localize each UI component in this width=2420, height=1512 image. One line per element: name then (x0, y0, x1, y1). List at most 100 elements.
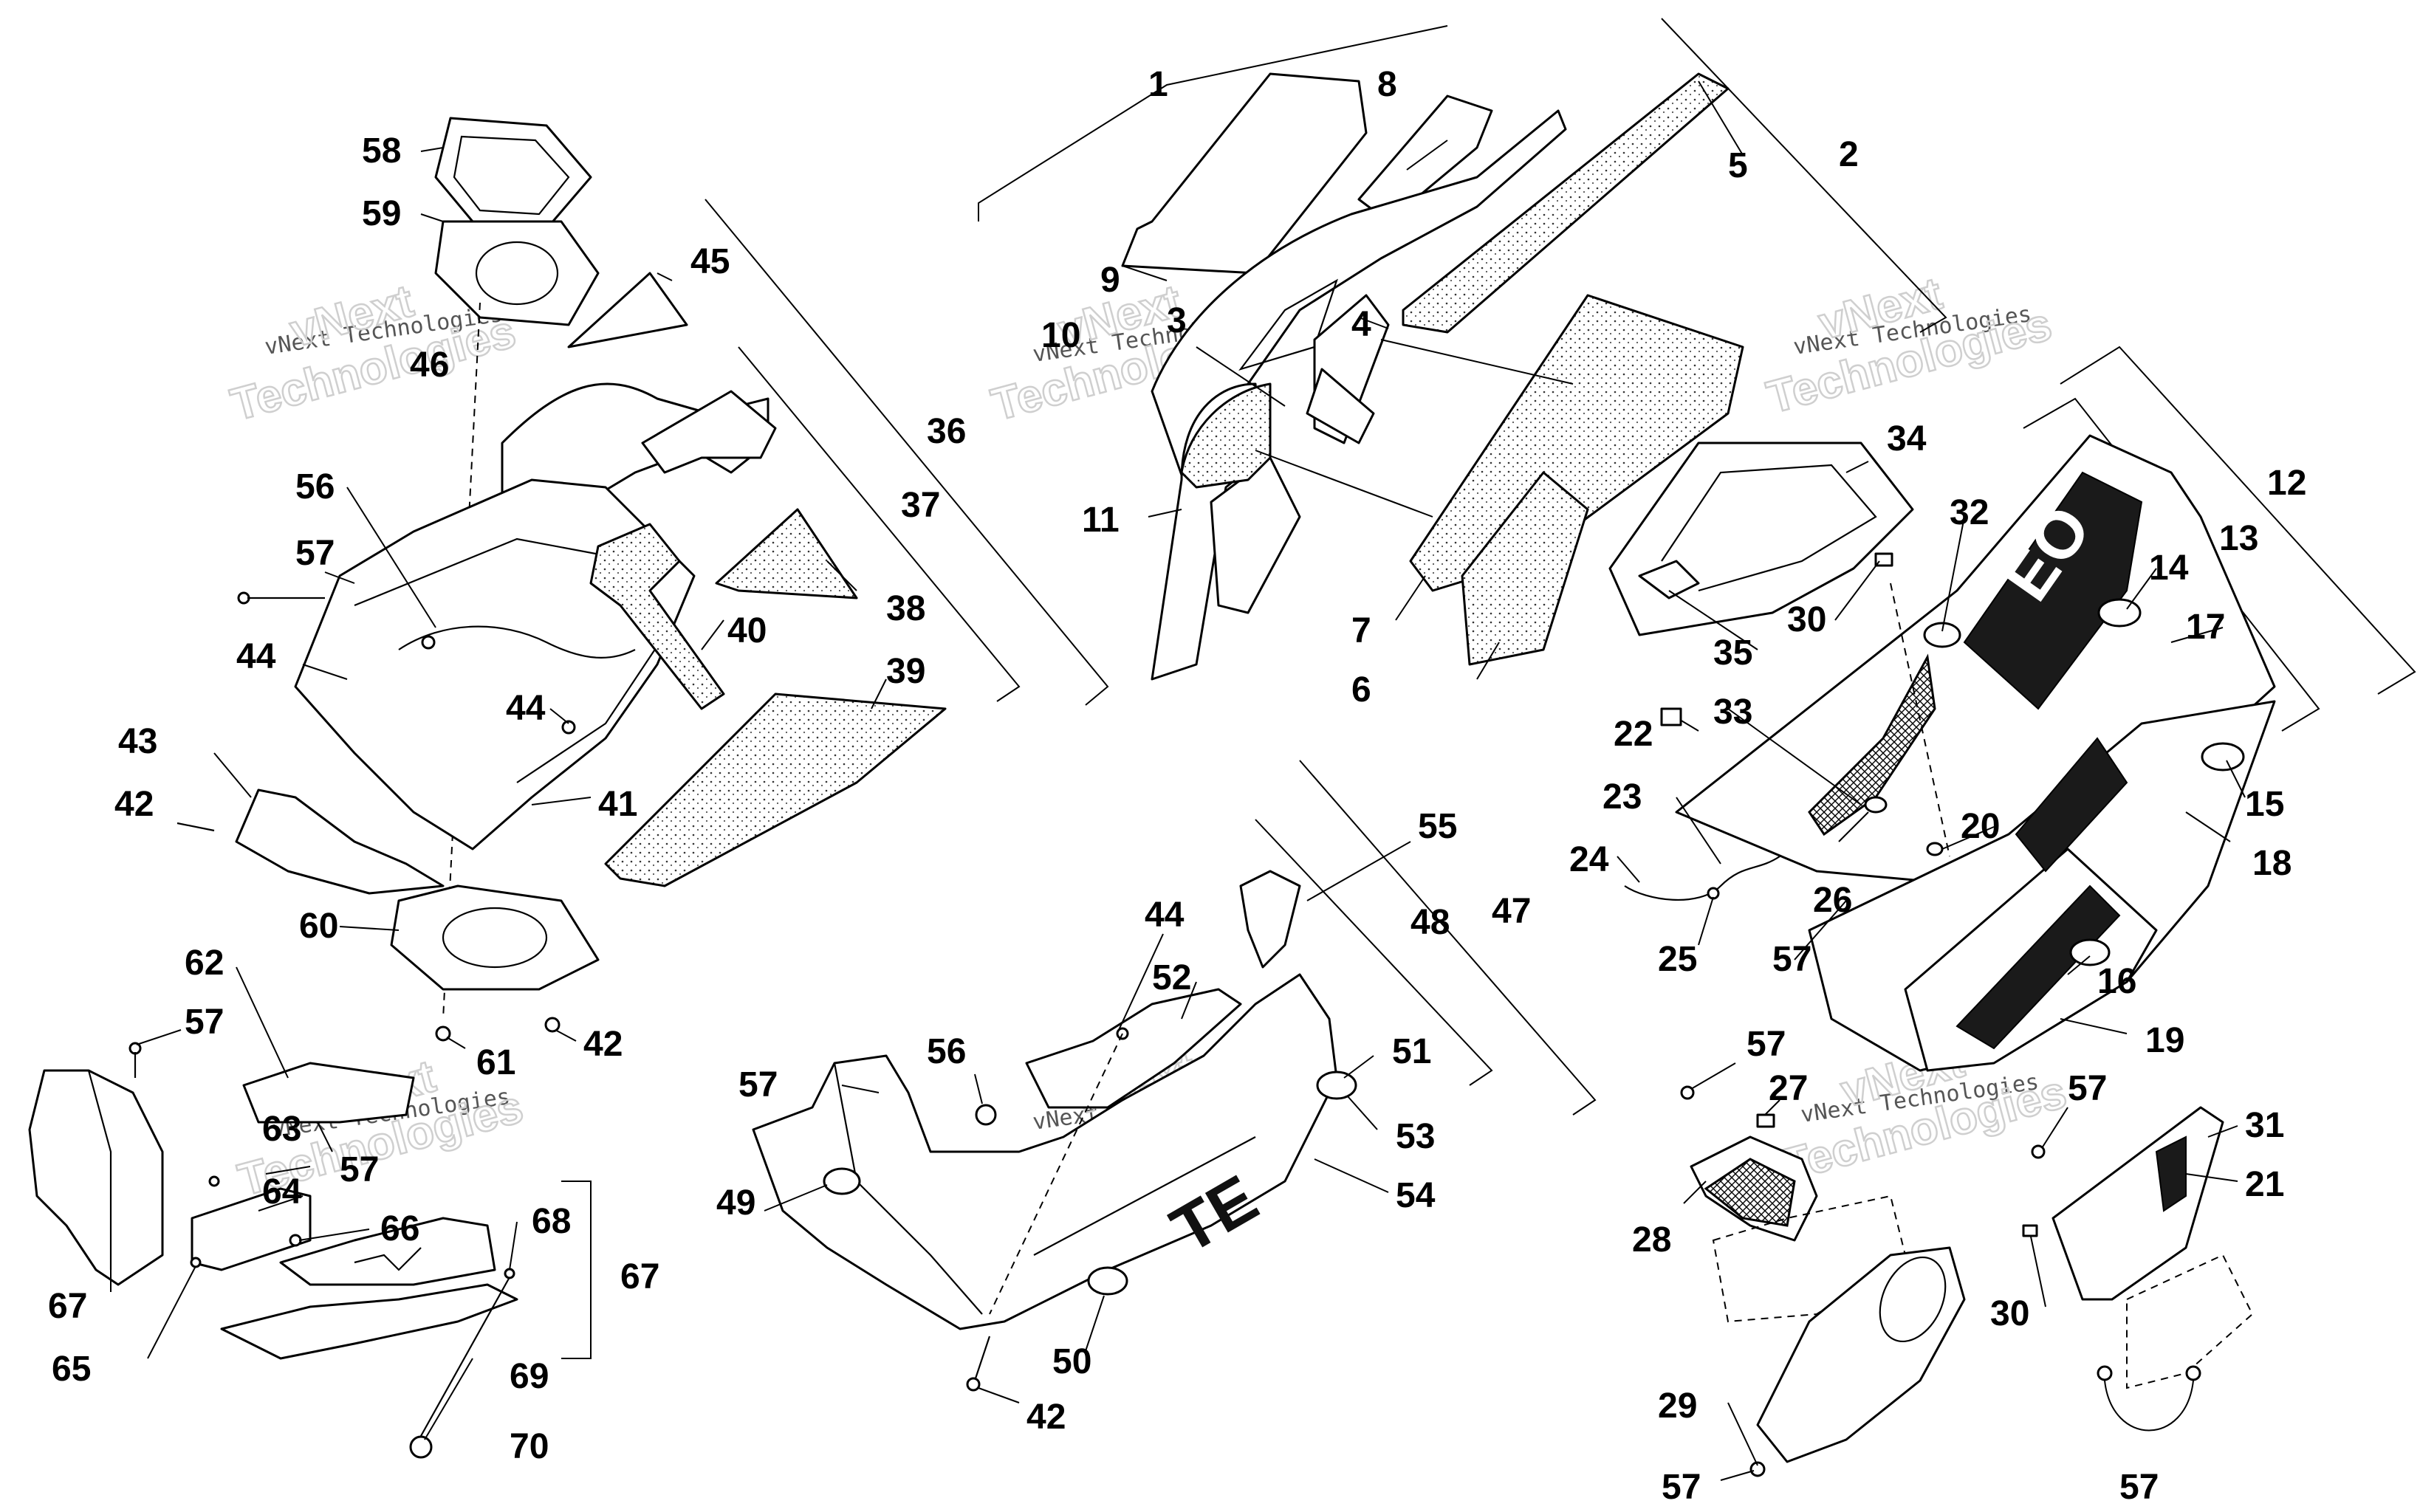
connector-part-22 (1660, 707, 1682, 726)
callout-62: 62 (185, 944, 224, 983)
washer-65 (190, 1257, 202, 1268)
callout-38: 38 (886, 589, 925, 628)
callout-65: 65 (52, 1350, 91, 1389)
bracket-part-55 (1239, 870, 1301, 969)
screw-63 (208, 1175, 220, 1187)
grommet-20 (1926, 842, 1944, 856)
grommet-26 (1864, 796, 1888, 814)
callout-55: 55 (1418, 807, 1457, 846)
bracket-12 (2060, 346, 2416, 695)
belly-pan-assembly: TE (752, 760, 1597, 1403)
callout-23: 23 (1603, 777, 1642, 817)
rivet-42 (544, 1017, 561, 1033)
callout-57b: 57 (185, 1003, 224, 1042)
callout-39: 39 (886, 652, 925, 691)
callout-labels: 1 2 3 4 5 6 7 8 9 10 11 12 13 14 15 16 1… (48, 65, 2306, 1507)
callout-2: 2 (1839, 135, 1859, 174)
callout-36: 36 (927, 412, 966, 451)
callout-24: 24 (1569, 840, 1609, 879)
foam-part-5 (1402, 72, 1730, 334)
callout-31: 31 (2245, 1106, 2284, 1145)
vent-mesh (1704, 1158, 1796, 1227)
callout-46: 46 (410, 346, 449, 385)
callout-19: 19 (2145, 1021, 2184, 1060)
callout-43: 43 (118, 722, 157, 761)
foam-part-38 (715, 508, 858, 599)
callout-57e: 57 (1772, 940, 1811, 979)
pad-part-32 (1923, 622, 1961, 648)
stripe-decal (1955, 884, 2121, 1050)
callout-53: 53 (1396, 1117, 1435, 1156)
wire-part-24 (1624, 856, 1780, 901)
callout-27: 27 (1769, 1069, 1808, 1108)
callout-57d: 57 (738, 1065, 778, 1104)
callout-30: 30 (1787, 600, 1826, 639)
windshield-assembly (978, 18, 1947, 681)
callout-68: 68 (532, 1202, 571, 1241)
callout-57f: 57 (1747, 1025, 1786, 1064)
push-pin-70 (409, 1435, 433, 1459)
decal-part-32 (1963, 471, 2143, 710)
side-trim-part-43 (235, 788, 445, 895)
clip-27 (1756, 1113, 1775, 1128)
callout-61: 61 (476, 1043, 515, 1082)
callout-25: 25 (1658, 940, 1697, 979)
screw-57 (2031, 1144, 2046, 1159)
callout-32: 32 (1950, 493, 1989, 532)
callout-66: 66 (380, 1209, 419, 1248)
bracket-2 (1661, 18, 1947, 333)
callout-34: 34 (1887, 419, 1927, 458)
foam-part-6 (1461, 471, 1589, 666)
callout-44: 44 (236, 637, 276, 676)
shield-part-67 (28, 1069, 164, 1286)
callout-70: 70 (510, 1427, 549, 1466)
screw-57 (1680, 1085, 1695, 1100)
callout-30b: 30 (1990, 1294, 2029, 1333)
callout-56b: 56 (927, 1032, 966, 1071)
callout-14: 14 (2149, 549, 2189, 588)
callout-15: 15 (2245, 785, 2284, 824)
cover-part-66 (279, 1217, 496, 1286)
callout-12: 12 (2267, 464, 2306, 503)
callout-11: 11 (1082, 501, 1120, 540)
clip-part-35 (1638, 560, 1700, 599)
callout-6: 6 (1351, 670, 1371, 709)
callout-9: 9 (1100, 261, 1120, 300)
screw-57 (237, 591, 250, 605)
stripe-decal (2015, 737, 2128, 873)
callout-33: 33 (1713, 693, 1752, 732)
callout-69: 69 (510, 1357, 549, 1396)
screw-66 (289, 1234, 302, 1247)
pad-part-14 (2097, 598, 2142, 628)
bracket-1 (978, 25, 1448, 221)
clip-56 (421, 635, 436, 650)
callout-3: 3 (1167, 301, 1187, 340)
callout-48: 48 (1410, 903, 1450, 942)
callout-51: 51 (1392, 1032, 1431, 1071)
callout-50: 50 (1052, 1342, 1091, 1381)
callout-21: 21 (2245, 1165, 2284, 1204)
callout-35: 35 (1713, 633, 1752, 673)
clip-44 (561, 720, 576, 735)
panel-part-34 (1608, 441, 1914, 636)
foam-part-7 (1409, 294, 1744, 592)
callout-8: 8 (1377, 65, 1397, 104)
callout-45: 45 (690, 242, 730, 281)
callout-44b: 44 (506, 689, 546, 728)
callout-10: 10 (1041, 316, 1080, 355)
foam-part-40 (589, 523, 725, 710)
grommet-56 (975, 1104, 997, 1126)
callout-5: 5 (1728, 146, 1748, 185)
nut-57 (2097, 1365, 2113, 1381)
nose-panel (1151, 109, 1567, 518)
callout-57h: 57 (1662, 1468, 1701, 1507)
nut-57 (1749, 1461, 1766, 1477)
pad-part-51 (1316, 1071, 1357, 1100)
callout-57g: 57 (2068, 1069, 2107, 1108)
windshield-part-9 (1121, 72, 1368, 275)
clip-part-30 (1874, 552, 1893, 567)
duct-part-29 (1756, 1246, 1966, 1463)
callout-63: 63 (262, 1110, 301, 1149)
callout-16: 16 (2097, 962, 2136, 1001)
